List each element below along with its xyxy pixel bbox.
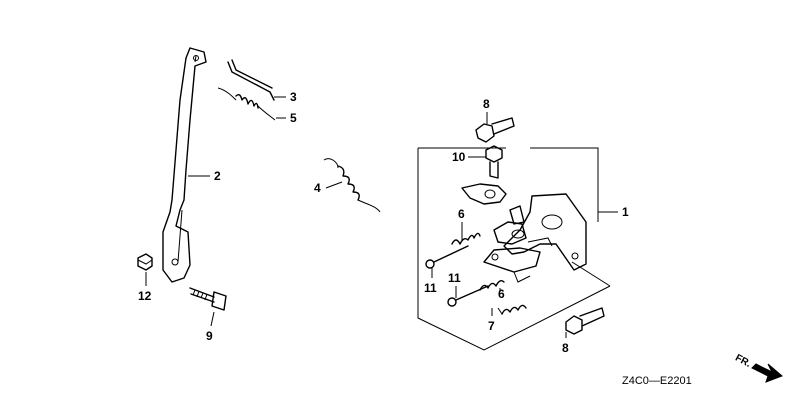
- callout-8-lower: 8: [562, 341, 569, 355]
- spring-upper-part: [451, 232, 481, 245]
- callout-9: 9: [206, 329, 213, 343]
- leader-lines: [145, 96, 618, 338]
- callout-6-upper: 6: [458, 207, 465, 221]
- spring-part-7: [497, 304, 527, 315]
- callout-11-upper: 11: [424, 281, 437, 295]
- diagram-code: Z4C0—E2201: [622, 375, 692, 387]
- front-direction-arrow-icon: [751, 363, 783, 383]
- callout-8-upper: 8: [483, 97, 490, 111]
- callout-7: 7: [488, 319, 495, 333]
- front-direction-label: FR.: [733, 353, 753, 370]
- flange-bolt-upper-part: [475, 117, 515, 143]
- callout-6-lower: 6: [498, 287, 505, 301]
- callout-3: 3: [290, 90, 297, 104]
- control-lever-part: [461, 183, 507, 205]
- screw-lower-part: [447, 285, 489, 307]
- nut-part: [137, 253, 153, 271]
- callout-10: 10: [452, 150, 466, 164]
- governor-arm-part: [162, 47, 207, 283]
- bolt-part: [189, 287, 227, 311]
- governor-rod-part: [227, 59, 275, 101]
- callout-4: 4: [314, 181, 321, 195]
- screw-upper-part: [425, 245, 469, 269]
- spring-small-part: [217, 87, 276, 121]
- flange-bolt-lower-part: [565, 307, 605, 335]
- control-plate-part: [483, 193, 587, 283]
- callout-12: 12: [138, 289, 152, 303]
- spring-lower-part: [479, 279, 505, 291]
- callout-2: 2: [214, 169, 221, 183]
- callout-5: 5: [290, 111, 297, 125]
- spring-large-part: [323, 158, 381, 213]
- callout-11-lower: 11: [448, 271, 461, 285]
- pivot-bolt-part: [485, 145, 503, 179]
- callout-1: 1: [622, 205, 629, 219]
